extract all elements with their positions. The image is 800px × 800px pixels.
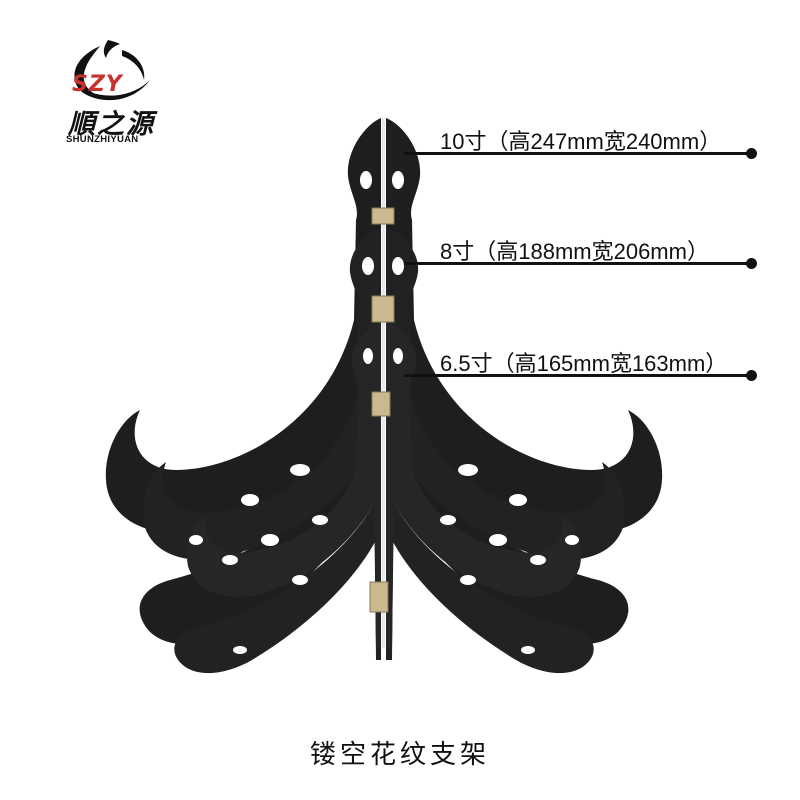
size-label-10: 10寸（高247mm宽240mm） (440, 129, 722, 154)
leader-line-10 (404, 152, 752, 155)
center-seam (382, 118, 385, 648)
brand-name-english: SHUNZHIYUAN (66, 134, 139, 145)
leader-line-8 (404, 262, 752, 265)
leader-dot-10 (746, 148, 757, 159)
openwork-pattern (189, 171, 579, 654)
leader-dot-6-5 (746, 370, 757, 381)
size-label-6-5: 6.5寸（高165mm宽163mm） (440, 351, 728, 376)
swoosh-logo-icon (74, 40, 150, 101)
size-label-8: 8寸（高188mm宽206mm） (440, 239, 709, 264)
leader-line-6-5 (404, 374, 752, 377)
brand-logo: SZY 順之源 SHUNZHIYUAN (52, 28, 162, 145)
leader-dot-8 (746, 258, 757, 269)
brand-name-chinese: 順之源 (68, 109, 155, 140)
hinges (369, 207, 395, 613)
stand-small (186, 322, 582, 648)
product-caption: 镂空花纹支架 (309, 740, 490, 770)
logo-mark-text: SZY (72, 72, 123, 97)
